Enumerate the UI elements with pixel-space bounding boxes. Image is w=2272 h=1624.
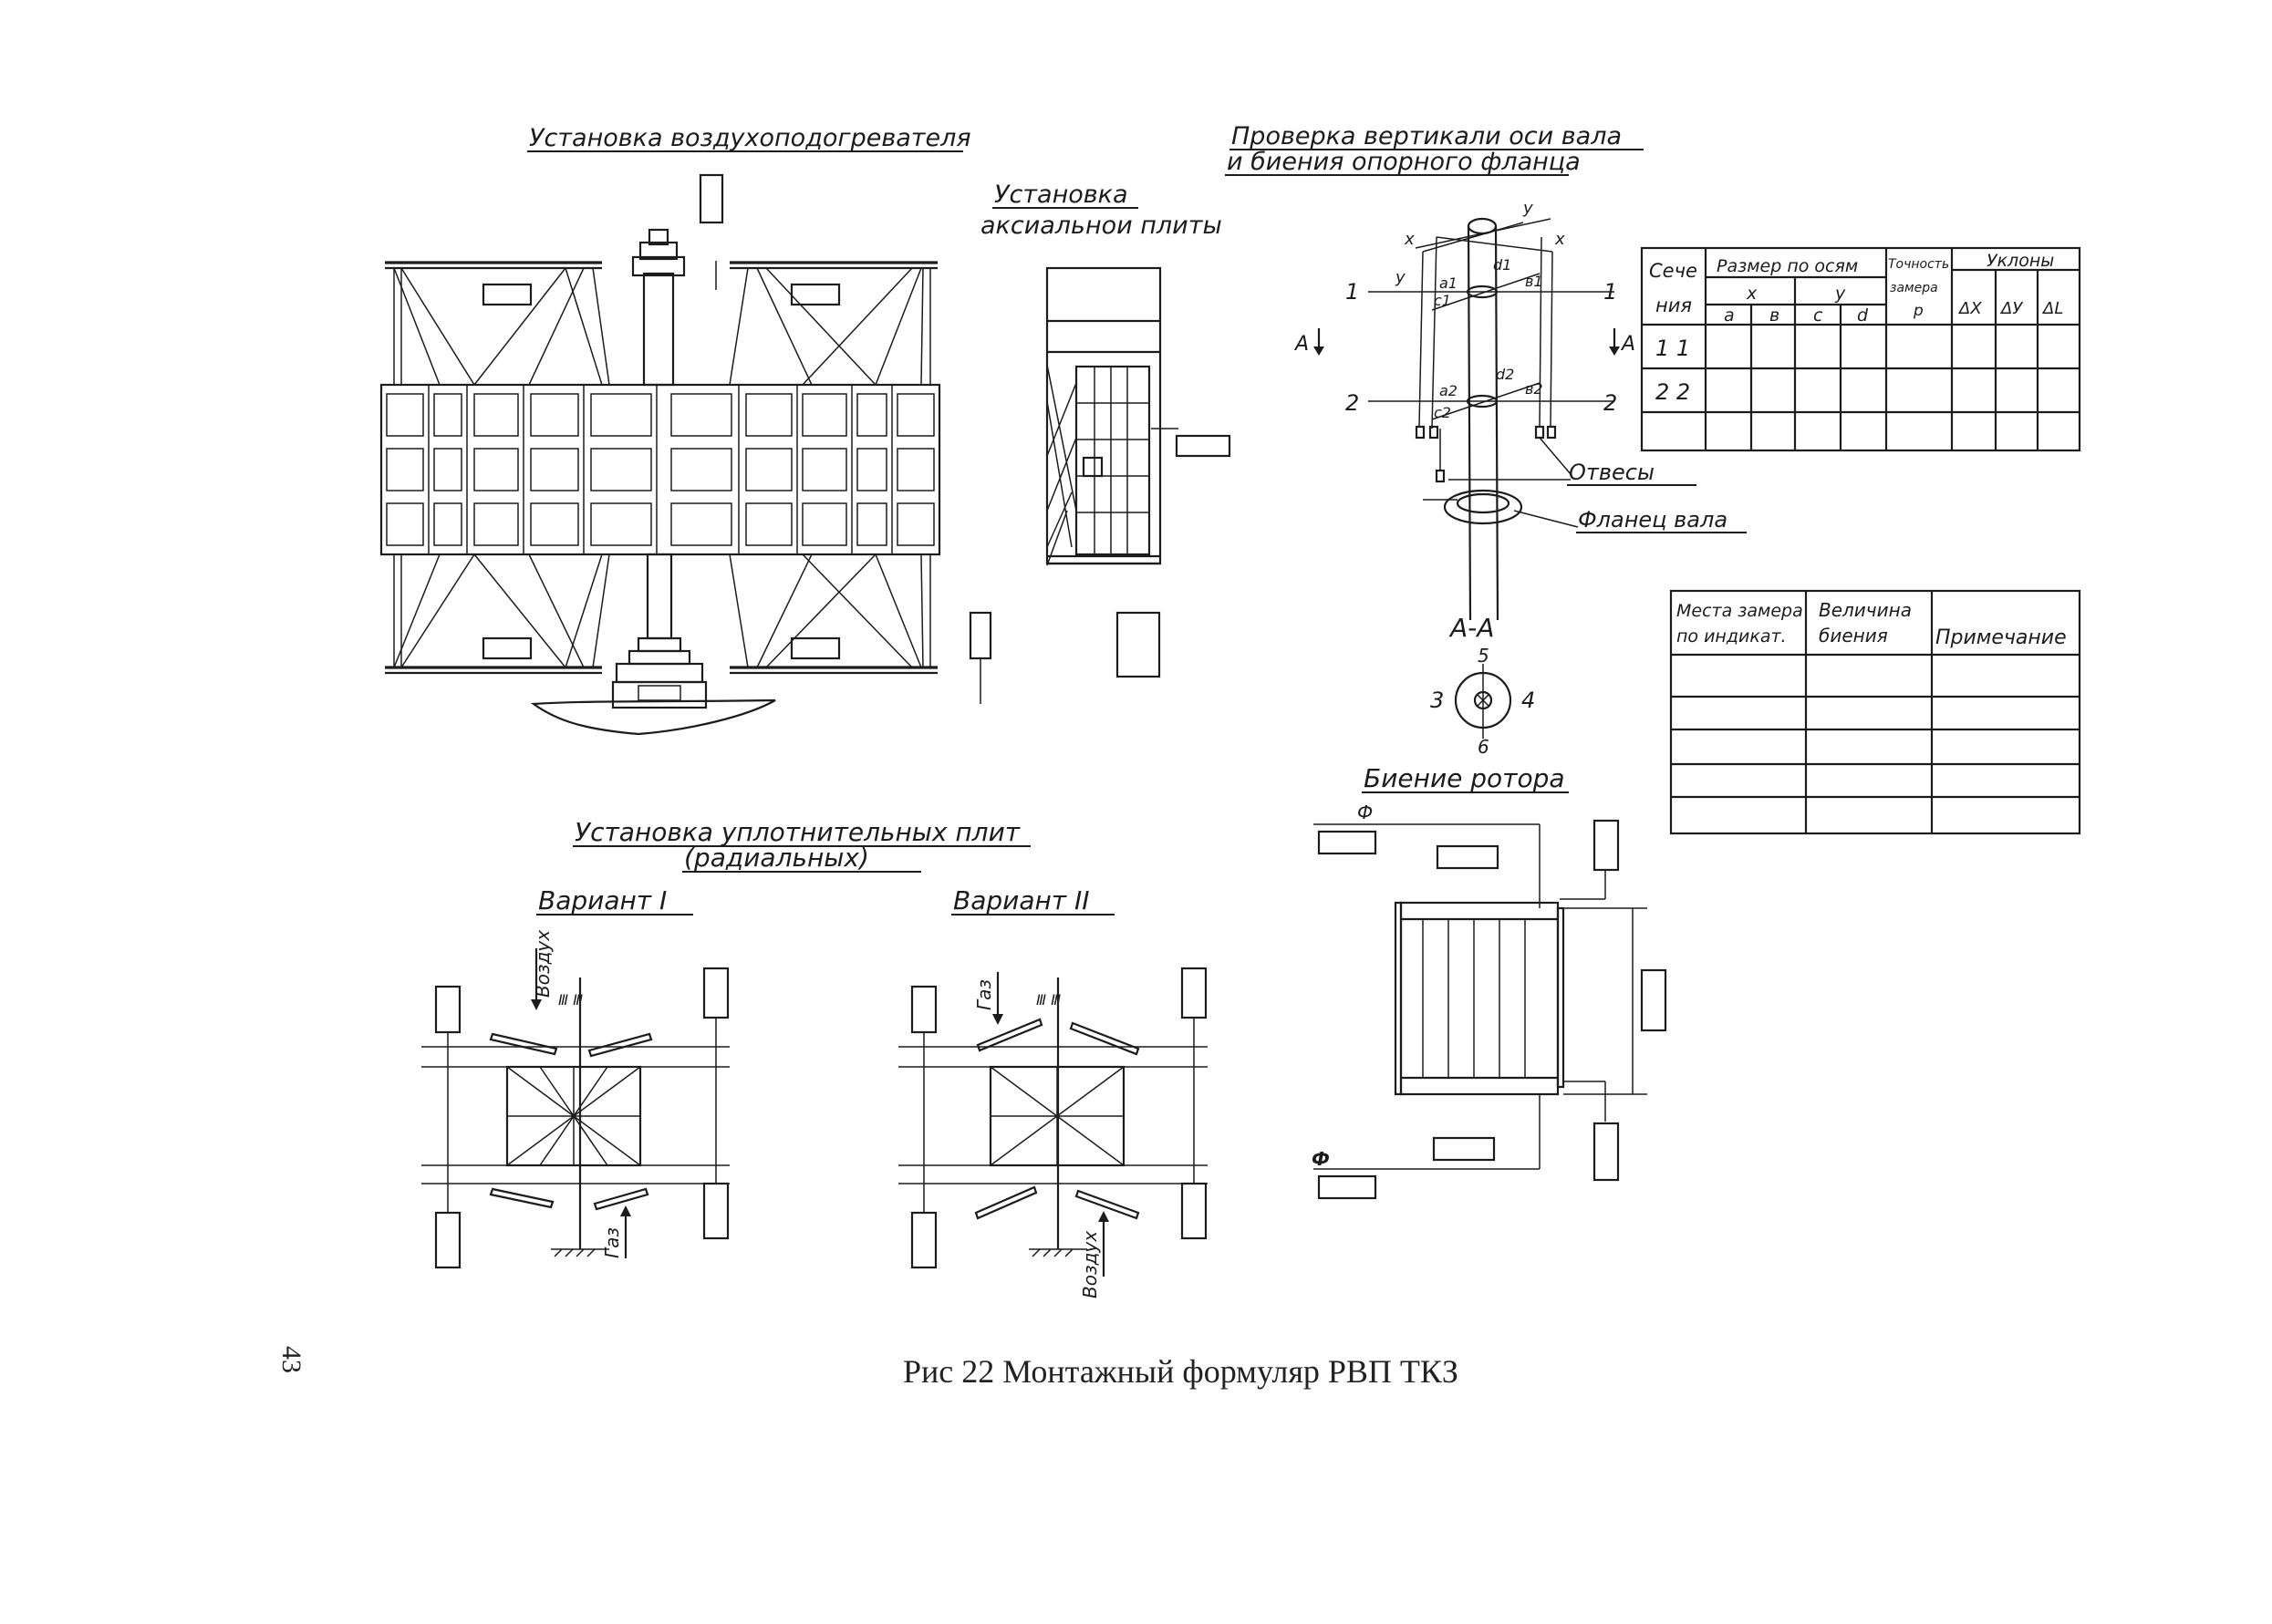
- svg-text:d1: d1: [1493, 256, 1511, 274]
- svg-text:Отвесы: Отвесы: [1569, 460, 1655, 485]
- figure-caption: Рис 22 Монтажный формуляр РВП ТКЗ: [903, 1353, 1458, 1390]
- title-axial-plate: Установка аксиальнои плиты: [980, 181, 1222, 240]
- shaft-check-drawing: x x y y a1 c1 d1 в1 a2 c2 d2 в2 1 1 2 2 …: [1293, 199, 1747, 758]
- svg-text:А: А: [1620, 333, 1635, 356]
- svg-text:замера: замера: [1890, 281, 1938, 295]
- svg-text:Газ: Газ: [601, 1227, 623, 1258]
- svg-text:Вариант I: Вариант I: [538, 885, 667, 915]
- runout-table: Места замера по индикат. Величина биения…: [1669, 589, 2081, 835]
- svg-text:Ⅲ Ⅲ: Ⅲ Ⅲ: [1036, 991, 1061, 1009]
- table-row-1-1: 1 1: [1655, 336, 1690, 361]
- svg-text:1: 1: [1603, 279, 1617, 305]
- measure-box: [699, 173, 724, 224]
- svg-text:6: 6: [1478, 736, 1489, 758]
- svg-text:Ф: Ф: [1312, 1148, 1330, 1170]
- svg-text:y: y: [1395, 268, 1406, 287]
- table-row-2-2: 2 2: [1655, 379, 1690, 405]
- svg-text:a1: a1: [1439, 274, 1458, 292]
- variant-1-drawing: Воздух Газ Ⅲ Ⅲ: [421, 930, 730, 1269]
- svg-text:по индикат.: по индикат.: [1676, 626, 1787, 646]
- svg-text:Установка воздухоподогревателя: Установка воздухоподогревателя: [529, 124, 971, 152]
- svg-text:d2: d2: [1496, 366, 1514, 383]
- svg-text:аксиальнои плиты: аксиальнои плиты: [980, 212, 1222, 240]
- svg-text:Воздух: Воздух: [532, 930, 554, 998]
- svg-text:5: 5: [1478, 645, 1489, 667]
- svg-text:a2: a2: [1439, 382, 1458, 399]
- svg-text:в1: в1: [1525, 273, 1543, 290]
- svg-text:ния: ния: [1655, 295, 1692, 316]
- svg-text:x: x: [1404, 230, 1415, 249]
- svg-text:y: y: [1522, 199, 1533, 218]
- svg-text:Проверка вертикали оси вала: Проверка вертикали оси вала: [1231, 122, 1622, 150]
- svg-text:d: d: [1857, 305, 1869, 326]
- svg-text:Примечание: Примечание: [1935, 626, 2067, 649]
- svg-text:3: 3: [1430, 688, 1444, 713]
- svg-text:биения: биения: [1819, 625, 1888, 646]
- svg-text:Газ: Газ: [973, 979, 995, 1010]
- air-heater-drawing: [379, 173, 992, 736]
- axial-plate-drawing: [1045, 266, 1231, 678]
- title-variant-1: Вариант I: [536, 885, 693, 915]
- svg-text:1: 1: [1345, 279, 1359, 305]
- svg-text:a: a: [1724, 305, 1735, 326]
- title-variant-2: Вариант II: [951, 885, 1115, 915]
- svg-text:ΔL: ΔL: [2041, 299, 2063, 318]
- svg-text:Биение ротора: Биение ротора: [1364, 763, 1565, 793]
- svg-text:Вариант II: Вариант II: [953, 885, 1090, 915]
- title-shaft-check: Проверка вертикали оси вала и биения опо…: [1225, 122, 1644, 176]
- svg-text:c2: c2: [1434, 404, 1451, 421]
- svg-text:р: р: [1913, 302, 1924, 320]
- svg-text:в2: в2: [1525, 380, 1543, 398]
- svg-text:2: 2: [1345, 390, 1359, 416]
- svg-text:в: в: [1769, 305, 1779, 326]
- svg-text:c: c: [1813, 305, 1823, 326]
- svg-text:c1: c1: [1434, 292, 1451, 309]
- svg-text:Установка уплотнительных плит: Установка уплотнительных плит: [575, 817, 1021, 847]
- svg-text:и биения опорного фланца: и биения опорного фланца: [1227, 148, 1581, 176]
- svg-text:x: x: [1746, 284, 1758, 304]
- svg-text:Уклоны: Уклоны: [1987, 251, 2054, 271]
- svg-text:2: 2: [1603, 390, 1617, 416]
- measurement-table: Сече ния Размер по осям x y a в c d Точн…: [1640, 246, 2081, 452]
- svg-text:Установка: Установка: [994, 181, 1128, 209]
- svg-text:y: y: [1834, 284, 1846, 304]
- title-rotor-runout: Биение ротора: [1362, 763, 1569, 793]
- svg-text:x: x: [1554, 230, 1565, 249]
- svg-text:Сече: Сече: [1649, 260, 1697, 282]
- title-seal-plates: Установка уплотнительных плит (радиальны…: [573, 817, 1031, 873]
- title-air-heater: Установка воздухоподогревателя: [527, 124, 971, 152]
- rotor-runout-drawing: Ф Ф: [1312, 802, 1667, 1200]
- variant-2-drawing: Газ Воздух Ⅲ Ⅲ: [898, 967, 1208, 1298]
- svg-text:Величина: Величина: [1819, 599, 1912, 621]
- svg-text:Точность: Точность: [1888, 257, 1949, 272]
- svg-text:Фланец вала: Фланец вала: [1578, 507, 1727, 533]
- svg-text:ΔУ: ΔУ: [1999, 299, 2023, 318]
- svg-text:Размер по осям: Размер по осям: [1717, 256, 1858, 276]
- svg-text:(радиальных): (радиальных): [684, 843, 869, 873]
- svg-text:Ф: Ф: [1357, 802, 1373, 823]
- svg-text:ΔX: ΔX: [1957, 299, 1982, 318]
- svg-text:Воздух: Воздух: [1079, 1231, 1101, 1298]
- svg-text:Ⅲ Ⅲ: Ⅲ Ⅲ: [558, 991, 583, 1009]
- svg-text:А-А: А-А: [1448, 613, 1494, 643]
- svg-text:Места замера: Места замера: [1676, 601, 1803, 621]
- svg-text:А: А: [1293, 333, 1309, 356]
- svg-text:4: 4: [1521, 688, 1535, 713]
- page-number: 43: [276, 1346, 306, 1373]
